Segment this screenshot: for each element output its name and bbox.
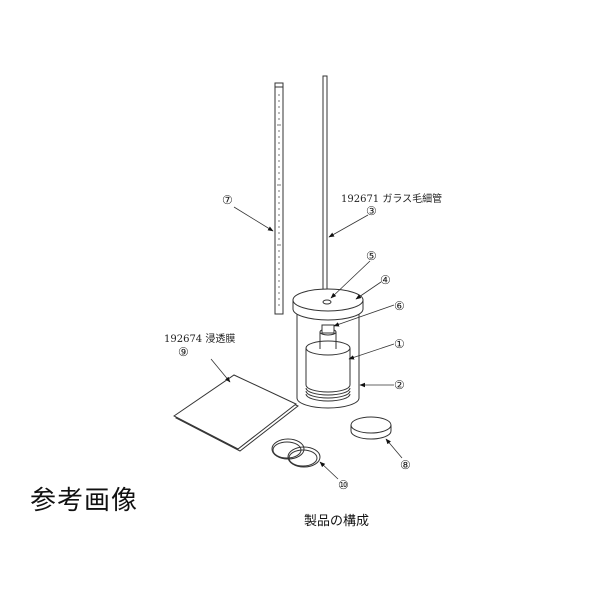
o-rings	[271, 438, 321, 468]
part-2-label: ②	[394, 378, 405, 392]
part-6-label: ⑥	[394, 299, 405, 313]
lid	[292, 288, 364, 321]
membrane-sheets	[173, 374, 299, 452]
part-8-label: ⑧	[400, 458, 411, 472]
capillary-label: 192671 ガラス毛細管	[341, 194, 443, 205]
part-9-label: ⑨	[178, 345, 189, 359]
membrane-label: 192674 浸透膜	[164, 334, 236, 345]
part-1-label: ①	[394, 337, 405, 351]
glass-capillary	[322, 75, 328, 299]
reference-image-caption: 参考画像	[30, 486, 139, 516]
product-composition-caption: 製品の構成	[304, 514, 370, 529]
part-4-label: ④	[380, 273, 391, 287]
cap	[350, 416, 392, 440]
inner-cell	[305, 324, 351, 402]
part-10-label: ⑩	[338, 478, 349, 492]
part-7-label: ⑦	[222, 193, 233, 207]
part-3-label: ③	[366, 204, 377, 218]
scale-ruler	[274, 82, 284, 315]
part-5-label: ⑤	[366, 249, 377, 263]
